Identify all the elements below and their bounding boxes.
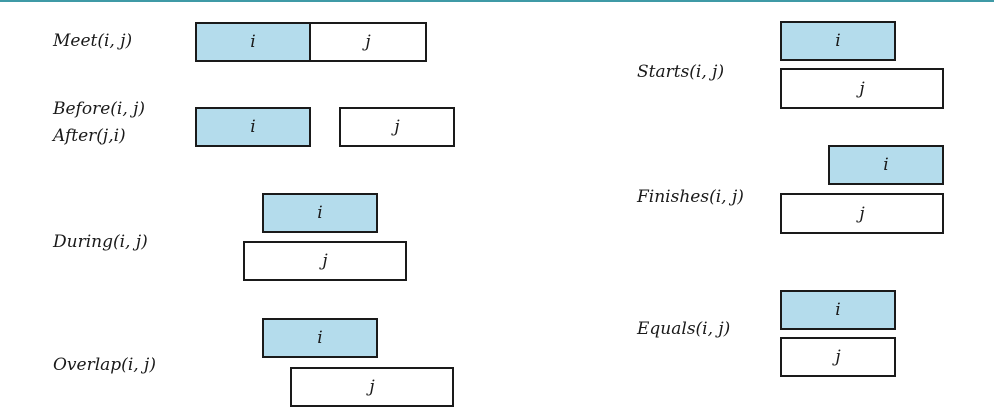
equals-label: Equals(i, j) <box>637 319 731 339</box>
overlap-interval-i: i <box>262 318 378 358</box>
before-interval-j: j <box>339 107 455 147</box>
overlap-interval-j: j <box>290 367 454 407</box>
during-interval-i: i <box>262 193 378 233</box>
before-label: Before(i, j) <box>53 99 146 119</box>
finishes-interval-j: j <box>780 193 944 234</box>
during-label: During(i, j) <box>53 232 148 252</box>
meet-interval-j: j <box>309 22 427 62</box>
after-label: After(j,i) <box>53 126 126 146</box>
starts-label: Starts(i, j) <box>637 62 725 82</box>
equals-interval-i: i <box>780 290 896 330</box>
finishes-label: Finishes(i, j) <box>637 187 744 207</box>
meet-label: Meet(i, j) <box>53 31 133 51</box>
during-interval-j: j <box>243 241 407 281</box>
equals-interval-j: j <box>780 337 896 377</box>
before-interval-i: i <box>195 107 311 147</box>
finishes-interval-i: i <box>828 145 944 185</box>
starts-interval-i: i <box>780 21 896 61</box>
overlap-label: Overlap(i, j) <box>53 355 156 375</box>
starts-interval-j: j <box>780 68 944 109</box>
top-rule <box>0 0 994 2</box>
meet-interval-i: i <box>195 22 311 62</box>
